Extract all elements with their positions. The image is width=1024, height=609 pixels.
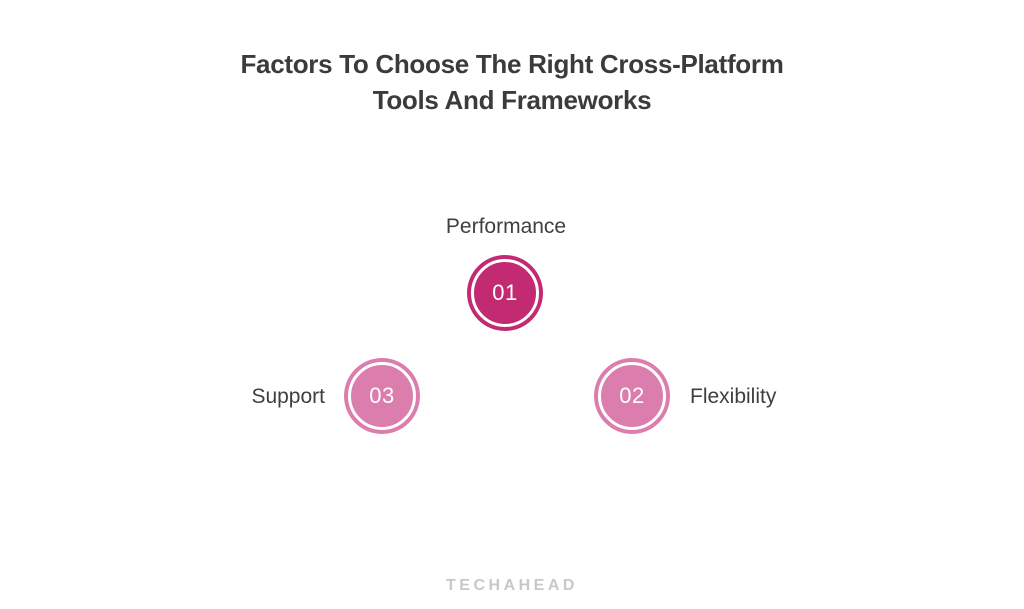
node-label-performance: Performance — [445, 215, 567, 238]
page-title-line2: Tools And Frameworks — [372, 85, 652, 115]
node-number-support: 03 — [369, 383, 395, 408]
node-circle-flexibility: 02 — [594, 358, 670, 434]
node-number-performance: 01 — [492, 280, 518, 305]
node-circle-support: 03 — [344, 358, 420, 434]
page-title: Factors To Choose The Right Cross-Platfo… — [0, 46, 1024, 118]
node-number-flexibility: 02 — [619, 383, 645, 408]
page-title-line1: Factors To Choose The Right Cross-Platfo… — [240, 49, 784, 79]
techahead-logo: TECHAHEAD — [446, 577, 578, 594]
node-label-support: Support — [251, 385, 325, 408]
node-label-flexibility: Flexibility — [690, 385, 777, 408]
node-circle-performance: 01 — [467, 255, 543, 331]
